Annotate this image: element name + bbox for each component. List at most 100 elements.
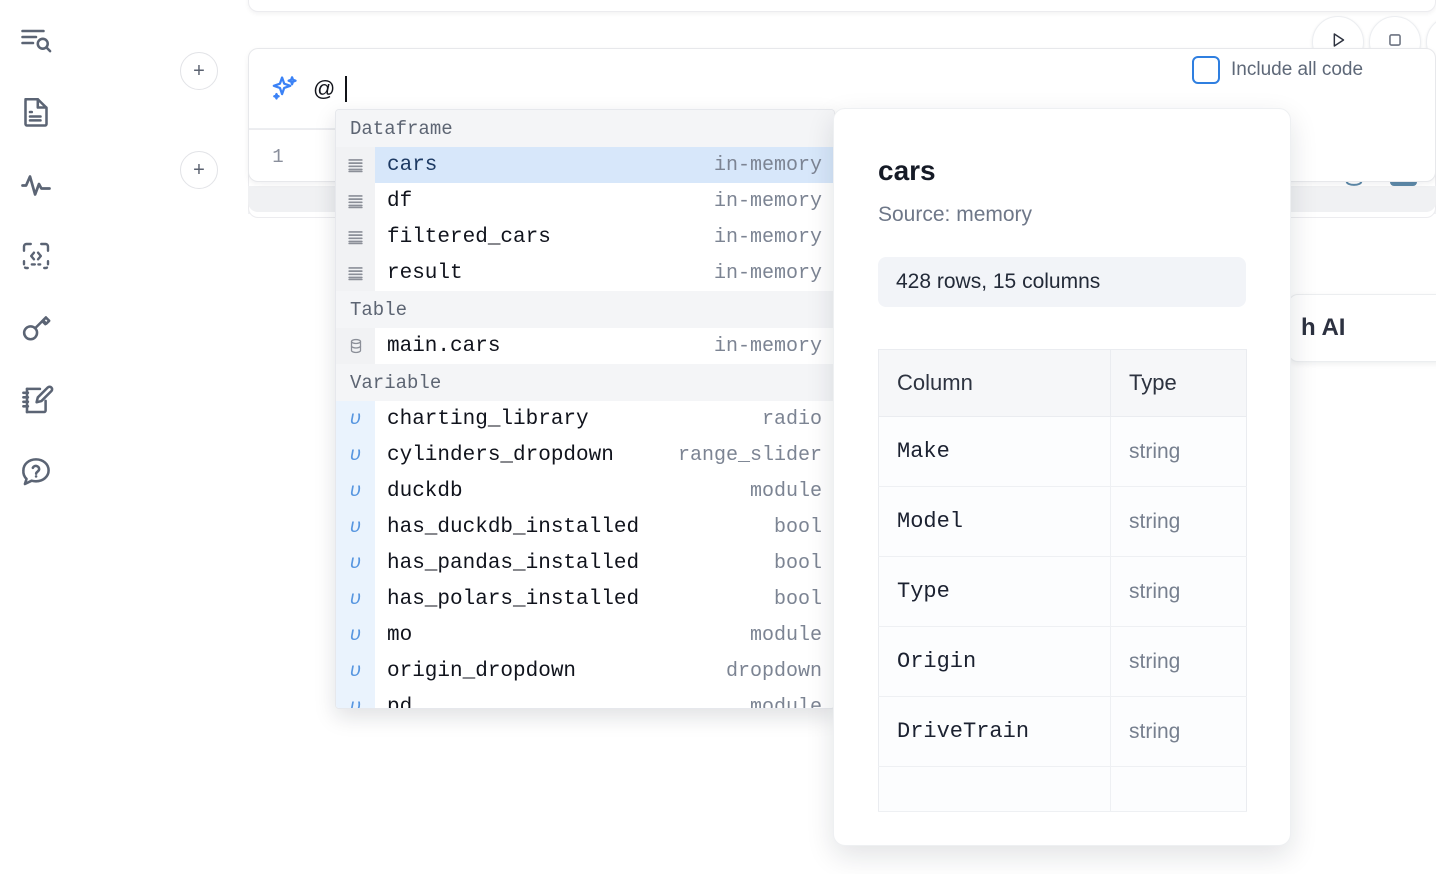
sidebar-item-activity[interactable] [12, 160, 60, 208]
sidebar-item-help[interactable] [12, 448, 60, 496]
autocomplete-item-meta: dropdown [725, 659, 822, 683]
autocomplete-item-name: has_pandas_installed [387, 551, 640, 575]
help-chat-icon [18, 454, 54, 490]
variable-icon: υ [336, 401, 375, 437]
dataframe-info-popover: cars Source: memory 428 rows, 15 columns… [833, 108, 1291, 846]
autocomplete-item-name: mo [387, 623, 413, 647]
variable-icon: υ [336, 689, 375, 708]
square-stop-icon [1384, 29, 1406, 56]
autocomplete-item-meta: radio [761, 407, 822, 431]
column-name-cell: Origin [878, 626, 1111, 697]
document-icon [18, 94, 54, 130]
autocomplete-item[interactable]: df in-memory [336, 183, 834, 219]
variable-icon: υ [336, 617, 375, 653]
column-name-cell [878, 766, 1111, 812]
database-table-icon [336, 328, 375, 364]
sidebar-item-snippets[interactable] [12, 232, 60, 280]
autocomplete-item-meta: in-memory [713, 334, 822, 358]
autocomplete-item-meta: range_slider [677, 443, 822, 467]
autocomplete-item-name: charting_library [387, 407, 589, 431]
line-number: 1 [272, 146, 284, 168]
key-icon [18, 310, 54, 346]
autocomplete-item-meta: in-memory [713, 189, 822, 213]
include-all-code-row[interactable]: Include all code [1192, 56, 1363, 84]
column-type-cell: string [1110, 696, 1247, 767]
activity-pulse-icon [18, 166, 54, 202]
column-name-cell: DriveTrain [878, 696, 1111, 767]
sidebar-item-outline[interactable] [12, 16, 60, 64]
add-cell-below-button[interactable]: + [180, 151, 218, 189]
code-editor-line[interactable]: 1 [249, 131, 1171, 183]
autocomplete-group-header: Dataframe [336, 110, 834, 147]
ai-sparkle-icon [267, 71, 303, 107]
sidebar-rail [0, 0, 72, 874]
include-all-code-label: Include all code [1231, 59, 1364, 80]
code-snippet-icon [18, 238, 54, 274]
autocomplete-item-meta: bool [773, 551, 822, 575]
autocomplete-list[interactable]: Dataframe cars in-memory df in-memory filtere… [336, 110, 834, 709]
dataframe-rows-icon [336, 147, 375, 183]
play-triangle-icon [1327, 29, 1349, 56]
previous-cell-partial [248, 0, 1436, 12]
autocomplete-item-name: has_polars_installed [387, 587, 640, 611]
autocomplete-item-name: has_duckdb_installed [387, 515, 640, 539]
add-cell-above-button[interactable]: + [180, 52, 218, 90]
variable-icon: υ [336, 653, 375, 689]
column-type-cell: string [1110, 556, 1247, 627]
ai-prompt-text[interactable]: @ [313, 75, 336, 101]
autocomplete-item-name: origin_dropdown [387, 659, 577, 683]
scratchpad-edit-icon [18, 382, 54, 418]
info-title: cars [878, 155, 936, 186]
sidebar-item-notebook[interactable] [12, 88, 60, 136]
autocomplete-item[interactable]: υ origin_dropdown dropdown [336, 653, 834, 689]
plus-icon: + [193, 60, 205, 82]
ai-chip-label: h AI [1301, 314, 1346, 341]
autocomplete-group-header: Variable [336, 364, 834, 401]
autocomplete-item-name: filtered_cars [387, 225, 551, 249]
autocomplete-item-name: df [387, 189, 413, 213]
table-header-cell: Type [1110, 349, 1247, 417]
dataframe-rows-icon [336, 183, 375, 219]
include-all-code-checkbox[interactable] [1192, 56, 1220, 84]
autocomplete-dropdown[interactable]: Dataframe cars in-memory df in-memory filtere… [335, 109, 835, 709]
autocomplete-item-name: cars [387, 153, 438, 177]
dataframe-rows-icon [336, 255, 375, 291]
table-row [878, 766, 1247, 812]
autocomplete-item-name: pd [387, 695, 413, 709]
sidebar-item-scratchpad[interactable] [12, 376, 60, 424]
autocomplete-item-meta: module [749, 479, 822, 503]
autocomplete-item[interactable]: υ charting_library radio [336, 401, 834, 437]
variable-icon: υ [336, 509, 375, 545]
autocomplete-item[interactable]: cars in-memory [336, 147, 834, 183]
autocomplete-item[interactable]: υ cylinders_dropdown range_slider [336, 437, 834, 473]
column-type-cell: string [1110, 626, 1247, 697]
autocomplete-item-name: cylinders_dropdown [387, 443, 614, 467]
column-name-cell: Make [878, 416, 1111, 487]
info-shape-badge: 428 rows, 15 columns [878, 257, 1246, 307]
autocomplete-item-meta: module [749, 623, 822, 647]
sidebar-item-secrets[interactable] [12, 304, 60, 352]
variable-icon: υ [336, 437, 375, 473]
autocomplete-item-meta: in-memory [713, 153, 822, 177]
ai-chip-button[interactable]: h AI [1288, 294, 1436, 362]
autocomplete-item-meta: module [749, 695, 822, 709]
column-name-cell: Type [878, 556, 1111, 627]
plus-icon: + [193, 159, 205, 181]
dataframe-rows-icon [336, 219, 375, 255]
info-source: Source: memory [878, 203, 1033, 226]
